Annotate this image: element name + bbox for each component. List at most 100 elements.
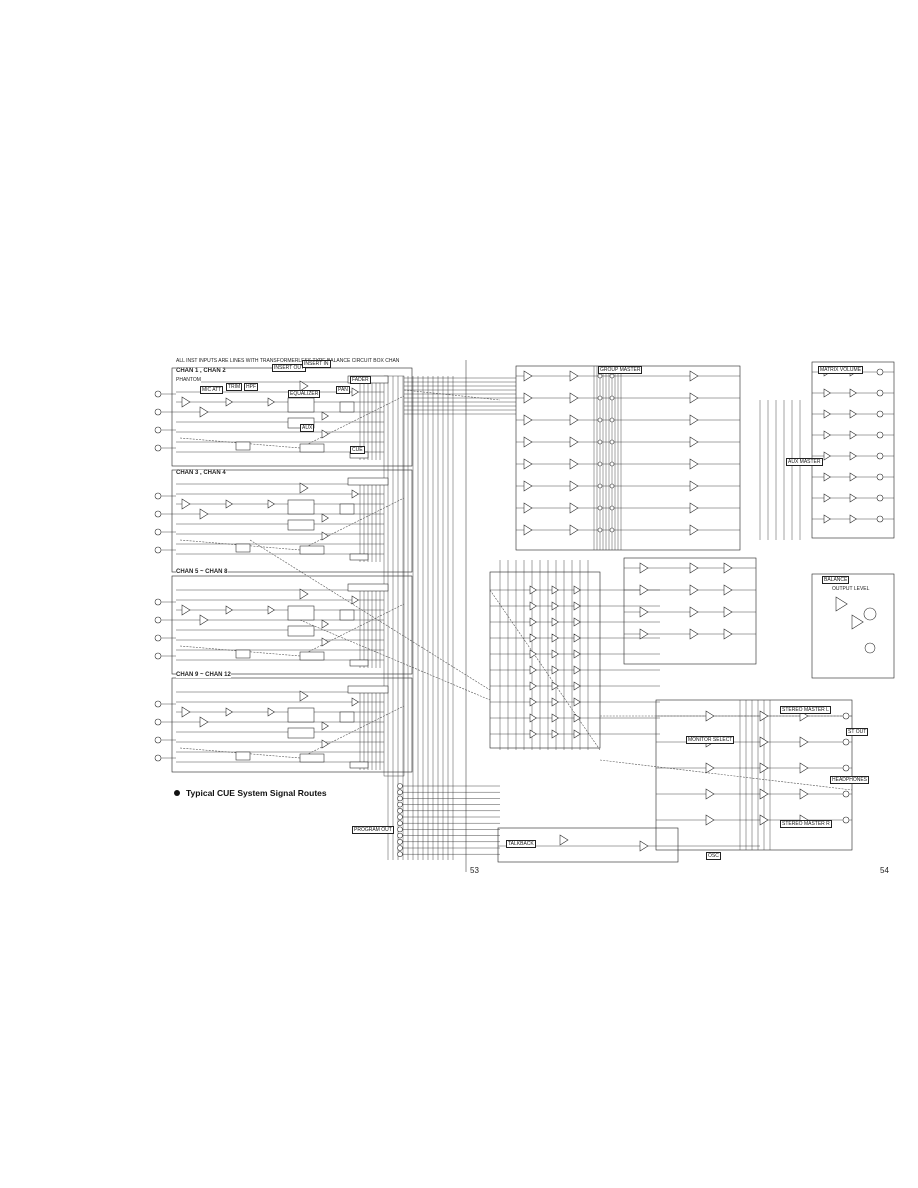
amplifier-icon	[267, 707, 275, 717]
circuit-block	[299, 545, 325, 555]
amplifier-icon	[529, 729, 537, 739]
amplifier-icon	[689, 502, 699, 514]
connector-icon	[609, 439, 615, 445]
amplifier-icon	[849, 451, 857, 461]
circuit-block	[349, 659, 369, 667]
circuit-block	[287, 397, 315, 413]
connector-icon	[876, 473, 884, 481]
caption-text: Typical CUE System Signal Routes	[186, 788, 327, 798]
trim-label: TRIM	[226, 383, 243, 391]
amplifier-icon	[689, 562, 699, 574]
amplifier-icon	[639, 628, 649, 640]
amplifier-icon	[799, 736, 809, 748]
mic-att-label: MIC ATT	[200, 386, 224, 394]
amplifier-icon	[551, 697, 559, 707]
output-level-label: OUTPUT LEVEL	[832, 586, 870, 592]
cue-route	[299, 705, 405, 759]
circuit-block	[347, 583, 389, 592]
phantom-label: PHANTOM	[176, 377, 201, 383]
circuit-block	[287, 625, 315, 637]
circuit-block	[339, 401, 355, 413]
connector-icon	[154, 444, 162, 452]
connector-icon	[597, 483, 603, 489]
header-note: ALL INST INPUTS ARE LINES WITH TRANSFORM…	[176, 358, 400, 364]
connector-icon	[597, 527, 603, 533]
amplifier-icon	[559, 834, 569, 846]
connector-icon	[876, 410, 884, 418]
amplifier-icon	[759, 788, 769, 800]
connector-icon	[397, 814, 403, 820]
amplifier-icon	[849, 514, 857, 524]
channel-group-title: CHAN 3 , CHAN 4	[176, 470, 226, 476]
connector-icon	[154, 700, 162, 708]
connector-icon	[154, 492, 162, 500]
amplifier-icon	[759, 762, 769, 774]
amplifier-icon	[299, 380, 309, 392]
amplifier-icon	[639, 584, 649, 596]
amplifier-icon	[569, 370, 579, 382]
amplifier-icon	[849, 388, 857, 398]
amplifier-icon	[573, 649, 581, 659]
cue-route	[299, 497, 405, 551]
cue-route	[299, 619, 491, 701]
amplifier-icon	[569, 524, 579, 536]
amplifier-icon	[689, 436, 699, 448]
amplifier-icon	[551, 681, 559, 691]
connector-icon	[597, 373, 603, 379]
amplifier-icon	[299, 482, 309, 494]
circuit-block	[347, 477, 389, 486]
headphones-label: HEADPHONES	[830, 776, 870, 784]
amplifier-icon	[529, 697, 537, 707]
amplifier-icon	[569, 436, 579, 448]
amplifier-icon	[639, 606, 649, 618]
amplifier-icon	[267, 397, 275, 407]
amplifier-icon	[551, 649, 559, 659]
connector-icon	[876, 515, 884, 523]
connector-icon	[154, 426, 162, 434]
amplifier-icon	[705, 814, 715, 826]
amplifier-icon	[529, 617, 537, 627]
amplifier-icon	[569, 414, 579, 426]
amplifier-icon	[849, 472, 857, 482]
amplifier-icon	[523, 436, 533, 448]
connector-icon	[397, 783, 403, 789]
amplifier-icon	[523, 480, 533, 492]
osc-label: OSC	[706, 852, 721, 860]
amplifier-icon	[181, 498, 191, 510]
connector-icon	[397, 845, 403, 851]
circuit-block	[287, 519, 315, 531]
amplifier-icon	[299, 690, 309, 702]
connector-icon	[154, 510, 162, 518]
circuit-block	[287, 707, 315, 723]
amplifier-icon	[199, 614, 209, 626]
amplifier-icon	[529, 585, 537, 595]
connector-icon	[609, 373, 615, 379]
hpf-label: HPF	[244, 383, 258, 391]
amplifier-icon	[799, 788, 809, 800]
circuit-block	[287, 727, 315, 739]
amplifier-icon	[299, 588, 309, 600]
amplifier-icon	[835, 596, 848, 612]
amplifier-icon	[551, 713, 559, 723]
pan-label: PAN	[336, 386, 350, 394]
monitor-select-label: MONITOR SELECT	[686, 736, 735, 744]
amplifier-icon	[321, 531, 329, 541]
connector-icon	[397, 832, 403, 839]
connector-icon	[154, 390, 162, 398]
cue-label: CUE	[350, 446, 365, 454]
amplifier-icon	[529, 665, 537, 675]
matrix-volume-label: MATRIX VOLUME	[818, 366, 864, 374]
amplifier-icon	[723, 562, 733, 574]
amplifier-icon	[689, 584, 699, 596]
stereo-master-l-label: STEREO MASTER L	[780, 706, 831, 714]
amplifier-icon	[321, 429, 329, 439]
amplifier-icon	[851, 614, 864, 630]
amplifier-icon	[689, 480, 699, 492]
cue-route	[179, 437, 301, 449]
amplifier-icon	[199, 508, 209, 520]
amplifier-icon	[225, 605, 233, 615]
circuit-block	[299, 443, 325, 453]
connector-icon	[154, 652, 162, 660]
connector-icon	[842, 790, 850, 798]
